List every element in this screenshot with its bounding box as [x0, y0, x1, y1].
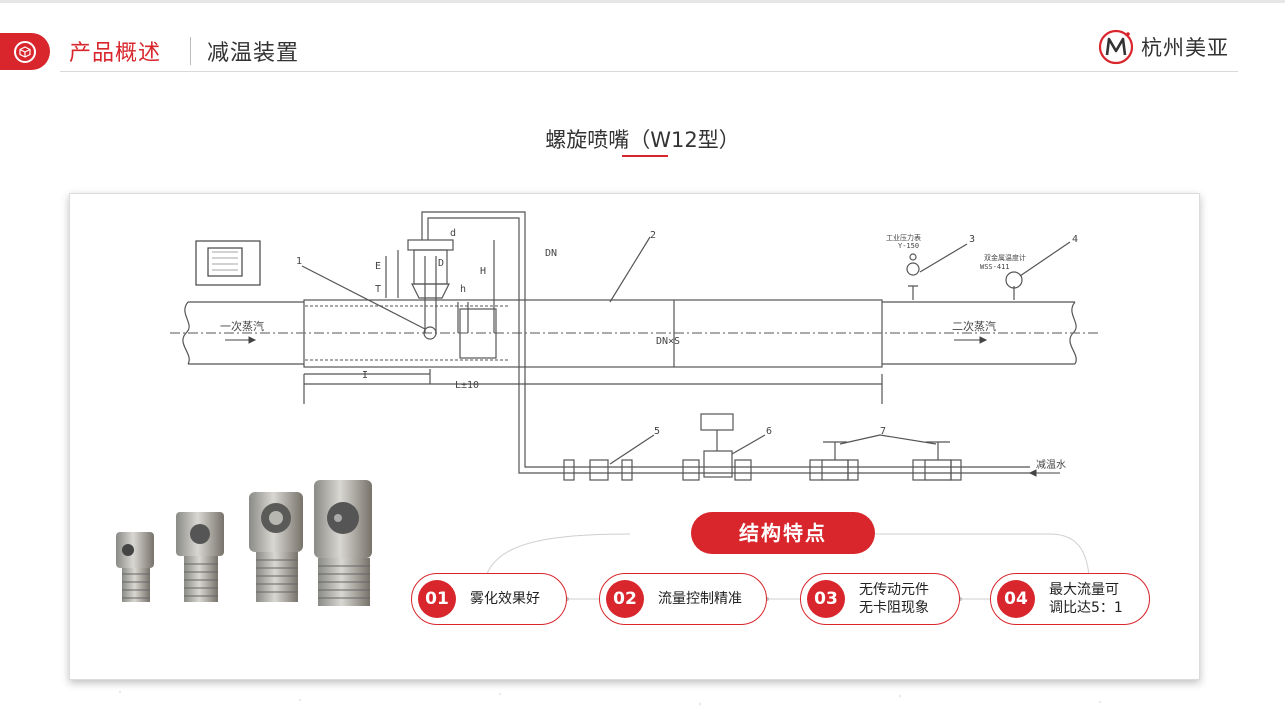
callout-3: 3 — [969, 234, 975, 245]
feature-text: 无传动元件 无卡阻现象 — [859, 582, 929, 616]
feature-text: 最大流量可 调比达5：1 — [1049, 582, 1123, 616]
brand-name: 杭州美亚 — [1141, 36, 1229, 60]
feature-text: 流量控制精准 — [658, 591, 742, 607]
dim-dn-pipe: DN×S — [656, 336, 680, 347]
callout-1: 1 — [296, 256, 302, 267]
nozzle-product-photo — [116, 480, 372, 606]
flow-right: 二次蒸汽 — [952, 319, 996, 333]
feature-number: 01 — [418, 580, 456, 618]
dim-i: I — [362, 370, 368, 381]
dim-dn: DN — [545, 248, 557, 259]
dim-t: T — [375, 284, 381, 295]
gauge-right-model: WSS-411 — [980, 263, 1010, 271]
callout-4: 4 — [1072, 234, 1078, 245]
section-title: 螺旋喷嘴（W12型） — [545, 128, 740, 152]
installation-diagram: 1 2 3 4 5 6 7 d DN E T h H D I L±10 DN×S… — [170, 211, 1100, 481]
header-rule — [60, 71, 1238, 72]
features-title: 结构特点 — [691, 512, 875, 554]
water-label: 减温水 — [1036, 459, 1066, 471]
dim-h-large: H — [480, 266, 486, 277]
header-separator — [190, 37, 191, 65]
flow-left: 一次蒸汽 — [220, 319, 264, 333]
header-title: 产品概述 — [69, 41, 162, 66]
feature-item-03: 03 无传动元件 无卡阻现象 — [800, 573, 960, 625]
header-badge — [0, 33, 50, 70]
dim-h-small: h — [460, 284, 466, 295]
callout-5: 5 — [654, 426, 660, 437]
feature-number: 04 — [997, 580, 1035, 618]
callout-2: 2 — [650, 230, 656, 241]
callout-6: 6 — [766, 426, 772, 437]
callout-7: 7 — [880, 426, 886, 437]
background-pattern — [119, 691, 1101, 705]
feature-item-04: 04 最大流量可 调比达5：1 — [990, 573, 1150, 625]
dim-d: d — [450, 228, 456, 239]
feature-item-01: 01 雾化效果好 — [411, 573, 567, 625]
header-subtitle: 减温装置 — [207, 41, 300, 66]
section-title-underline — [622, 155, 668, 157]
top-border — [0, 0, 1285, 3]
dim-d-big: D — [438, 258, 444, 269]
feature-number: 03 — [807, 580, 845, 618]
gauge-left-label: 工业压力表 — [886, 233, 921, 242]
brand-logo-icon — [1098, 29, 1134, 65]
feature-text: 雾化效果好 — [470, 591, 540, 607]
dim-e: E — [375, 261, 381, 272]
feature-number: 02 — [606, 580, 644, 618]
dim-l: L±10 — [455, 380, 479, 391]
brand-logo: 杭州美亚 — [1097, 28, 1229, 66]
gauge-right-label: 双金属温度计 — [984, 253, 1026, 262]
gauge-left-model: Y-150 — [898, 242, 919, 250]
content-card: 1 2 3 4 5 6 7 d DN E T h H D I L±10 DN×S… — [69, 193, 1200, 680]
feature-item-02: 02 流量控制精准 — [599, 573, 767, 625]
cube-icon — [14, 40, 36, 63]
